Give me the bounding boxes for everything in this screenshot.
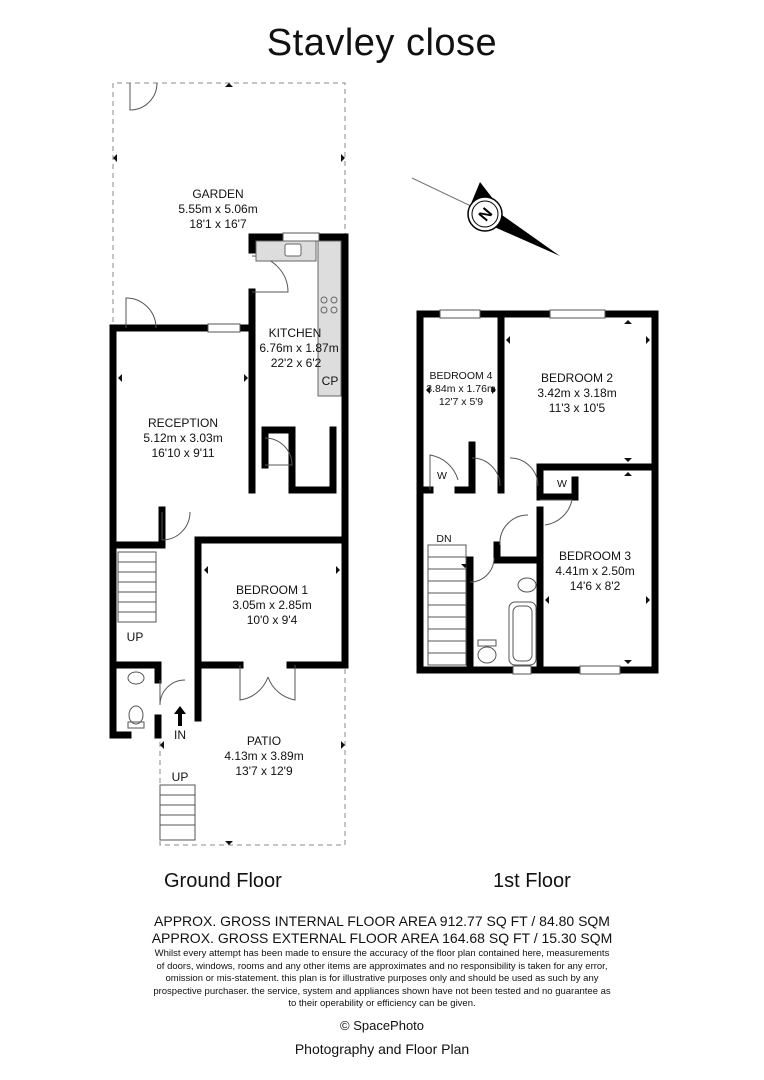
bedroom2-metric: 3.42m x 3.18m	[537, 386, 616, 400]
external-area: APPROX. GROSS EXTERNAL FLOOR AREA 164.68…	[151, 930, 613, 946]
garden-imperial: 18'1 x 16'7	[189, 217, 247, 231]
kitchen-imperial: 22'2 x 6'2	[271, 356, 322, 370]
entrance-arrow	[174, 706, 186, 726]
disclaimer-text: Whilst every attempt has been made to en…	[153, 948, 611, 1009]
brand-name: SpacePhoto	[353, 1018, 425, 1033]
ground-doors	[125, 255, 296, 706]
reception-imperial: 16'10 x 9'11	[151, 446, 214, 460]
garden-metric: 5.55m x 5.06m	[178, 202, 257, 216]
ground-wc	[127, 671, 145, 729]
bedroom3-name: BEDROOM 3	[559, 549, 631, 563]
stairs-down-label: DN	[436, 533, 451, 545]
bedroom4-name: BEDROOM 4	[429, 370, 492, 382]
bedroom1-imperial: 10'0 x 9'4	[247, 613, 298, 627]
bedroom1-metric: 3.05m x 2.85m	[232, 598, 311, 612]
garden-gate	[129, 82, 158, 111]
patio-imperial: 13'7 x 12'9	[235, 764, 293, 778]
plan-title: Stavley close	[266, 22, 498, 64]
copyright-icon: ©	[339, 1018, 350, 1033]
first-doors	[429, 454, 573, 583]
ground-floor-label: Ground Floor	[164, 870, 282, 892]
kitchen-metric: 6.76m x 1.87m	[259, 341, 338, 355]
bedroom2-name: BEDROOM 2	[541, 371, 613, 385]
entrance-label: IN	[174, 728, 186, 742]
first-windows	[439, 309, 621, 675]
patio-metric: 4.13m x 3.89m	[224, 749, 303, 763]
wardrobe-label-2: W	[557, 478, 567, 490]
compass-icon: N	[411, 177, 560, 256]
kitchen-name: KITCHEN	[269, 326, 322, 340]
patio-outline	[159, 662, 346, 846]
reception-metric: 5.12m x 3.03m	[143, 431, 222, 445]
bedroom1-name: BEDROOM 1	[236, 583, 308, 597]
bedroom4-imperial: 12'7 x 5'9	[439, 396, 483, 408]
first-bathroom	[477, 577, 537, 666]
measurement-ticks	[113, 83, 345, 845]
cupboard-label: CP	[322, 374, 339, 388]
wardrobe-label-1: W	[437, 470, 447, 482]
bedroom4-metric: 3.84m x 1.76m	[426, 383, 496, 395]
patio-name: PATIO	[247, 734, 281, 748]
reception-name: RECEPTION	[148, 416, 218, 430]
first-floor-label: 1st Floor	[493, 870, 571, 892]
bedroom3-imperial: 14'6 x 8'2	[570, 579, 621, 593]
first-stairs	[427, 544, 467, 666]
stairs-up-label: UP	[127, 630, 144, 644]
first-floor-walls	[416, 310, 659, 674]
ground-floor-walls	[109, 233, 349, 739]
credit-line: © SpacePhoto	[0, 1018, 764, 1033]
kitchen-fittings	[255, 240, 342, 397]
bedroom3-metric: 4.41m x 2.50m	[555, 564, 634, 578]
first-measurement-ticks	[426, 320, 650, 664]
internal-area: APPROX. GROSS INTERNAL FLOOR AREA 912.77…	[154, 913, 610, 929]
ground-stairs	[117, 551, 196, 841]
garden-name: GARDEN	[192, 187, 243, 201]
credit-tagline: Photography and Floor Plan	[294, 1041, 470, 1057]
patio-up-label: UP	[172, 770, 189, 784]
bedroom2-imperial: 11'3 x 10'5	[549, 401, 606, 415]
